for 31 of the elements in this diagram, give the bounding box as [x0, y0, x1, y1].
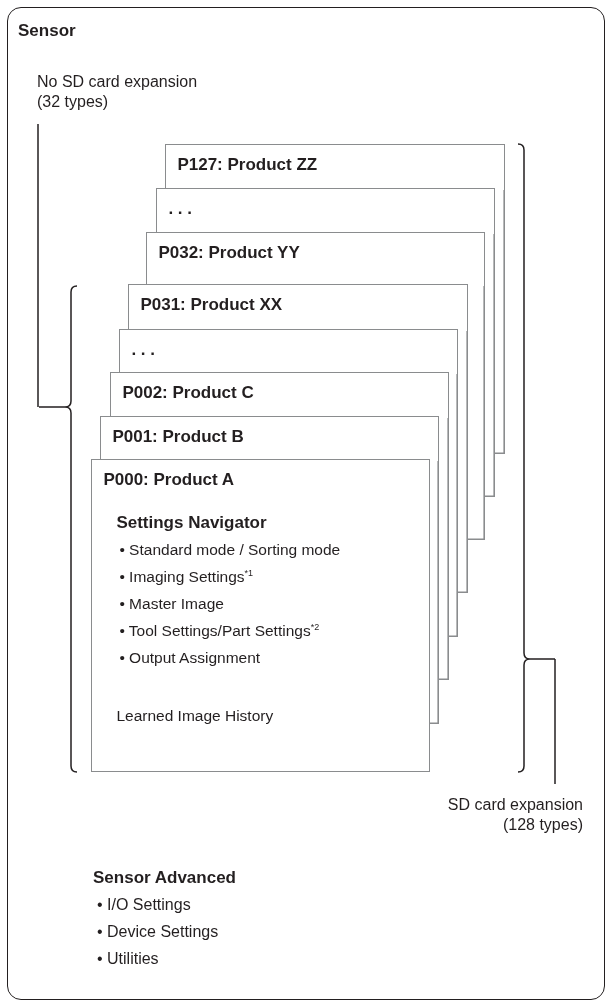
card-title: P001: Product B [112, 426, 244, 448]
card-title: P127: Product ZZ [177, 154, 318, 176]
list-item: • I/O Settings [97, 895, 192, 915]
bracket-label: No SD card expansion (32 types) [37, 72, 199, 112]
panel-title: Sensor [18, 20, 76, 41]
card [156, 188, 496, 234]
bracket-label: SD card expansion (128 types) [446, 795, 583, 835]
list-item: • Output Assignment [119, 648, 261, 668]
list-item: • Utilities [97, 949, 160, 969]
card-title: P002: Product C [122, 382, 254, 404]
card [100, 416, 440, 461]
card-title: P000: Product A [103, 469, 235, 491]
card-title: . . . [131, 339, 155, 361]
card [165, 144, 506, 190]
outer-panel [7, 7, 605, 1000]
card [119, 329, 459, 374]
card [110, 372, 450, 418]
card [128, 284, 469, 331]
list-item: • Tool Settings/Part Settings$^{*2}$ [119, 621, 320, 641]
card-title: . . . [168, 198, 192, 220]
card-text: Learned Image History [116, 706, 274, 726]
list-item: • Master Image [119, 594, 224, 614]
section-heading: Settings Navigator [116, 512, 267, 534]
list-item: • Imaging Settings$^{*1}$ [119, 567, 254, 587]
card-title: P032: Product YY [158, 242, 300, 264]
list-item: • Standard mode / Sorting mode [119, 540, 341, 560]
card-title: P031: Product XX [140, 294, 283, 316]
list-item: • Device Settings [97, 922, 220, 942]
section-heading: Sensor Advanced [93, 868, 237, 888]
card [91, 459, 431, 773]
card [146, 232, 486, 286]
